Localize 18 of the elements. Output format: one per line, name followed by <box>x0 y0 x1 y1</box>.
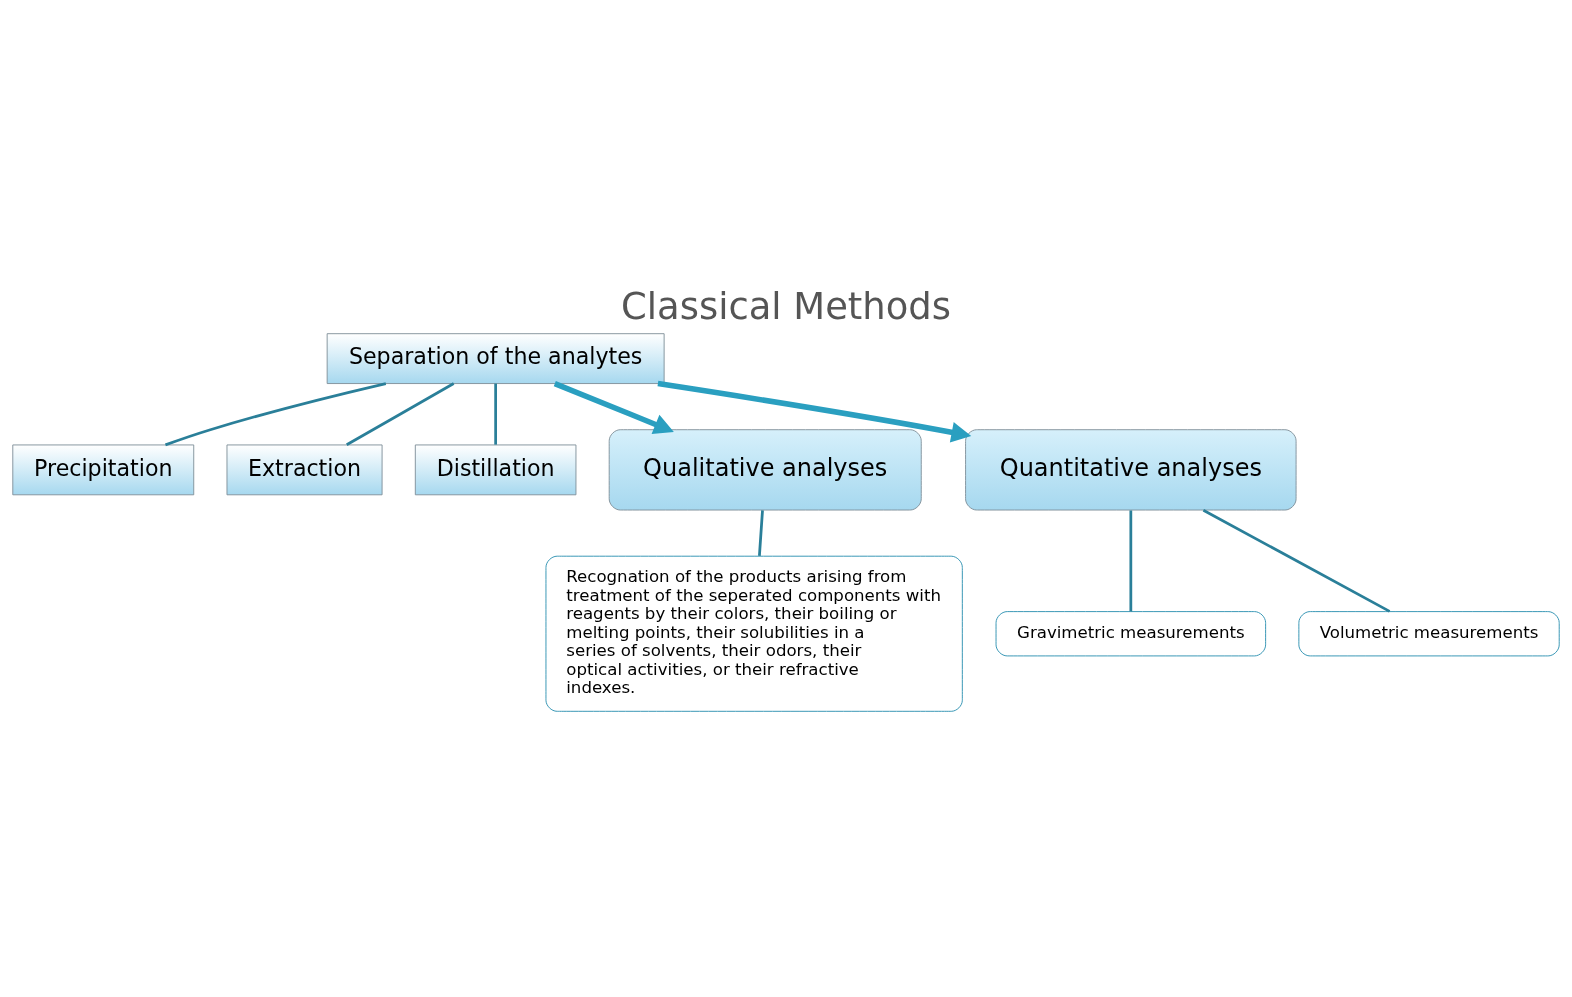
node-box: Precipitation <box>12 444 195 496</box>
connector <box>494 383 498 445</box>
node-box: Separation of the analytes <box>326 333 665 384</box>
node-box: Extraction <box>226 444 383 496</box>
node-box: Gravimetric measurements <box>995 611 1267 657</box>
node-box: Qualitative analyses <box>608 429 922 511</box>
node-box: Distillation <box>414 444 577 496</box>
node-box: Volumetric measurements <box>1298 611 1560 657</box>
connector <box>1129 510 1133 612</box>
connector <box>346 382 455 446</box>
diagram-title: Classical Methods <box>621 284 951 328</box>
arrow <box>657 380 972 443</box>
connector <box>758 510 764 556</box>
node-box: Recognation of the products arising from treatment of the seperated components with reagents by their colors, their boiling or melting points, their solubilities in a series of solvents, their odors, their optical activities, or their refractive indexes. <box>545 555 963 712</box>
node-box: Quantitative analyses <box>965 429 1297 511</box>
connector <box>1202 509 1391 613</box>
arrow <box>553 381 674 435</box>
connector <box>164 382 387 447</box>
